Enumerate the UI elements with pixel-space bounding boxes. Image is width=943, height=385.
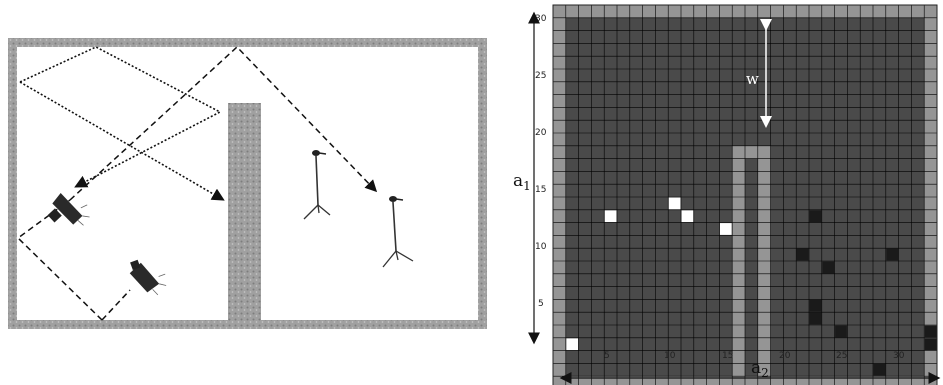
black-cell <box>886 248 899 261</box>
y-tick-labels: 5 10 15 20 25 30 <box>535 14 547 309</box>
speaker-icon <box>129 259 167 296</box>
x-tick-label: 25 <box>836 351 847 361</box>
grid-frame <box>552 4 938 385</box>
white-cell <box>681 210 694 223</box>
y-tick-label: 15 <box>535 185 546 195</box>
x-tick-label: 10 <box>664 351 676 361</box>
black-cell <box>809 312 822 325</box>
grid-border-left <box>553 5 566 385</box>
black-cell <box>809 299 822 312</box>
black-cell <box>924 338 937 351</box>
black-cell <box>924 325 937 338</box>
white-cell <box>668 197 681 210</box>
black-cell <box>809 210 822 223</box>
white-cell <box>566 338 579 351</box>
room-wall-right <box>478 38 487 329</box>
reflection-path-dashed <box>16 199 103 321</box>
black-cell <box>796 248 809 261</box>
a2-label-main: a <box>751 358 761 378</box>
reflection-path-dotted <box>19 46 222 188</box>
black-cell <box>822 261 835 274</box>
a1-axis-label: a1 <box>513 171 531 193</box>
a2-label-sub: 2 <box>761 366 769 380</box>
x-tick-label: 5 <box>604 351 610 361</box>
speaker-icon <box>47 192 90 226</box>
x-tick-label: 20 <box>779 351 791 361</box>
light-column <box>757 145 771 385</box>
x-tick-label: 30 <box>893 351 905 361</box>
a1-label-sub: 1 <box>523 179 531 193</box>
y-tick-label: 20 <box>535 128 547 138</box>
w-label: w <box>746 70 759 88</box>
occupancy-grid: 5 10 15 20 25 30 5 10 15 20 25 30 a1 a2 … <box>513 4 941 385</box>
black-cell <box>835 325 847 338</box>
a2-axis-label: a2 <box>751 358 769 380</box>
x-tick-labels: 5 10 15 20 25 30 <box>604 351 905 361</box>
y-tick-label: 10 <box>535 242 547 252</box>
y-tick-label: 30 <box>535 14 547 24</box>
light-column-cap <box>732 145 771 159</box>
reflection-path-dashed-2 <box>69 45 378 201</box>
reflection-path-dashed-3 <box>101 289 131 321</box>
reflection-path-dotted-2 <box>19 81 225 201</box>
white-cell <box>604 210 617 223</box>
light-column <box>732 145 745 385</box>
textured-wall <box>228 103 261 323</box>
y-tick-label: 5 <box>538 299 544 309</box>
microphone-icon <box>382 196 414 268</box>
white-cell <box>719 223 732 235</box>
room-illustration <box>8 38 487 329</box>
room-wall-top <box>8 38 487 47</box>
room-wall-left <box>8 38 17 329</box>
x-tick-label: 15 <box>722 351 733 361</box>
grid-border-right <box>924 5 937 385</box>
y-tick-label: 25 <box>535 71 546 81</box>
microphone-icon <box>303 150 331 220</box>
a1-label-main: a <box>513 171 523 191</box>
black-cell <box>873 363 886 376</box>
room-wall-bottom <box>8 320 487 329</box>
